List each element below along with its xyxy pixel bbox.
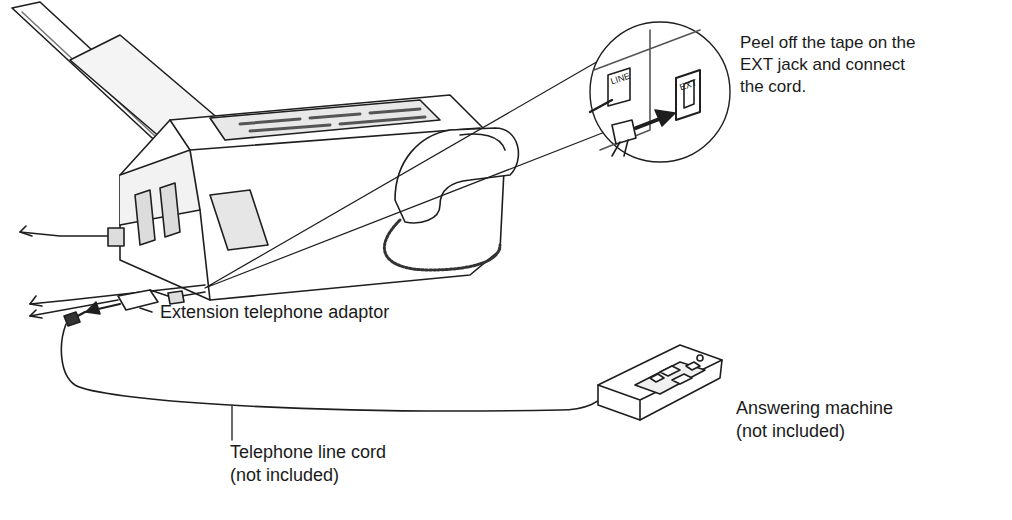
machine-led: [697, 355, 703, 361]
answering-machine: [598, 345, 722, 420]
panel-buttons: [240, 109, 425, 131]
inset-plug: [612, 120, 636, 144]
callout-leader: [231, 405, 233, 440]
cord-break: [30, 310, 42, 318]
fax-body: [120, 95, 505, 300]
machine-panel: [635, 362, 705, 394]
cord-break: [20, 226, 32, 236]
cord-break: [30, 296, 42, 306]
handset-cord: [384, 220, 500, 270]
line-cord: [30, 285, 205, 304]
plug-cable: [612, 140, 628, 156]
machine-edges: [598, 360, 722, 420]
ext-jack: [676, 70, 700, 120]
control-panel: [210, 100, 440, 140]
arrow-head: [86, 302, 100, 314]
part-label: Answering machine (not included): [736, 397, 921, 443]
instruction-note: Peel off the tape on the EXT jack and co…: [740, 32, 930, 98]
insert-arrow-head: [655, 110, 675, 126]
telephone-line-cord: [61, 324, 610, 411]
part-label: Telephone line cord (not included): [230, 441, 402, 487]
inset-leader: [205, 60, 610, 288]
inset-circle: [590, 22, 730, 162]
part-label: Extension telephone adaptor: [160, 301, 450, 324]
paper-exit: [210, 190, 268, 250]
insert-arrow: [636, 118, 662, 128]
adaptor-body: [118, 290, 158, 310]
power-cord: [20, 232, 120, 236]
front-slots: [135, 183, 180, 245]
line-cable: [590, 100, 612, 112]
adaptor-lead: [150, 290, 168, 296]
callout-leader: [140, 308, 152, 312]
power-plug: [108, 228, 124, 246]
machine-buttons: [650, 362, 700, 384]
